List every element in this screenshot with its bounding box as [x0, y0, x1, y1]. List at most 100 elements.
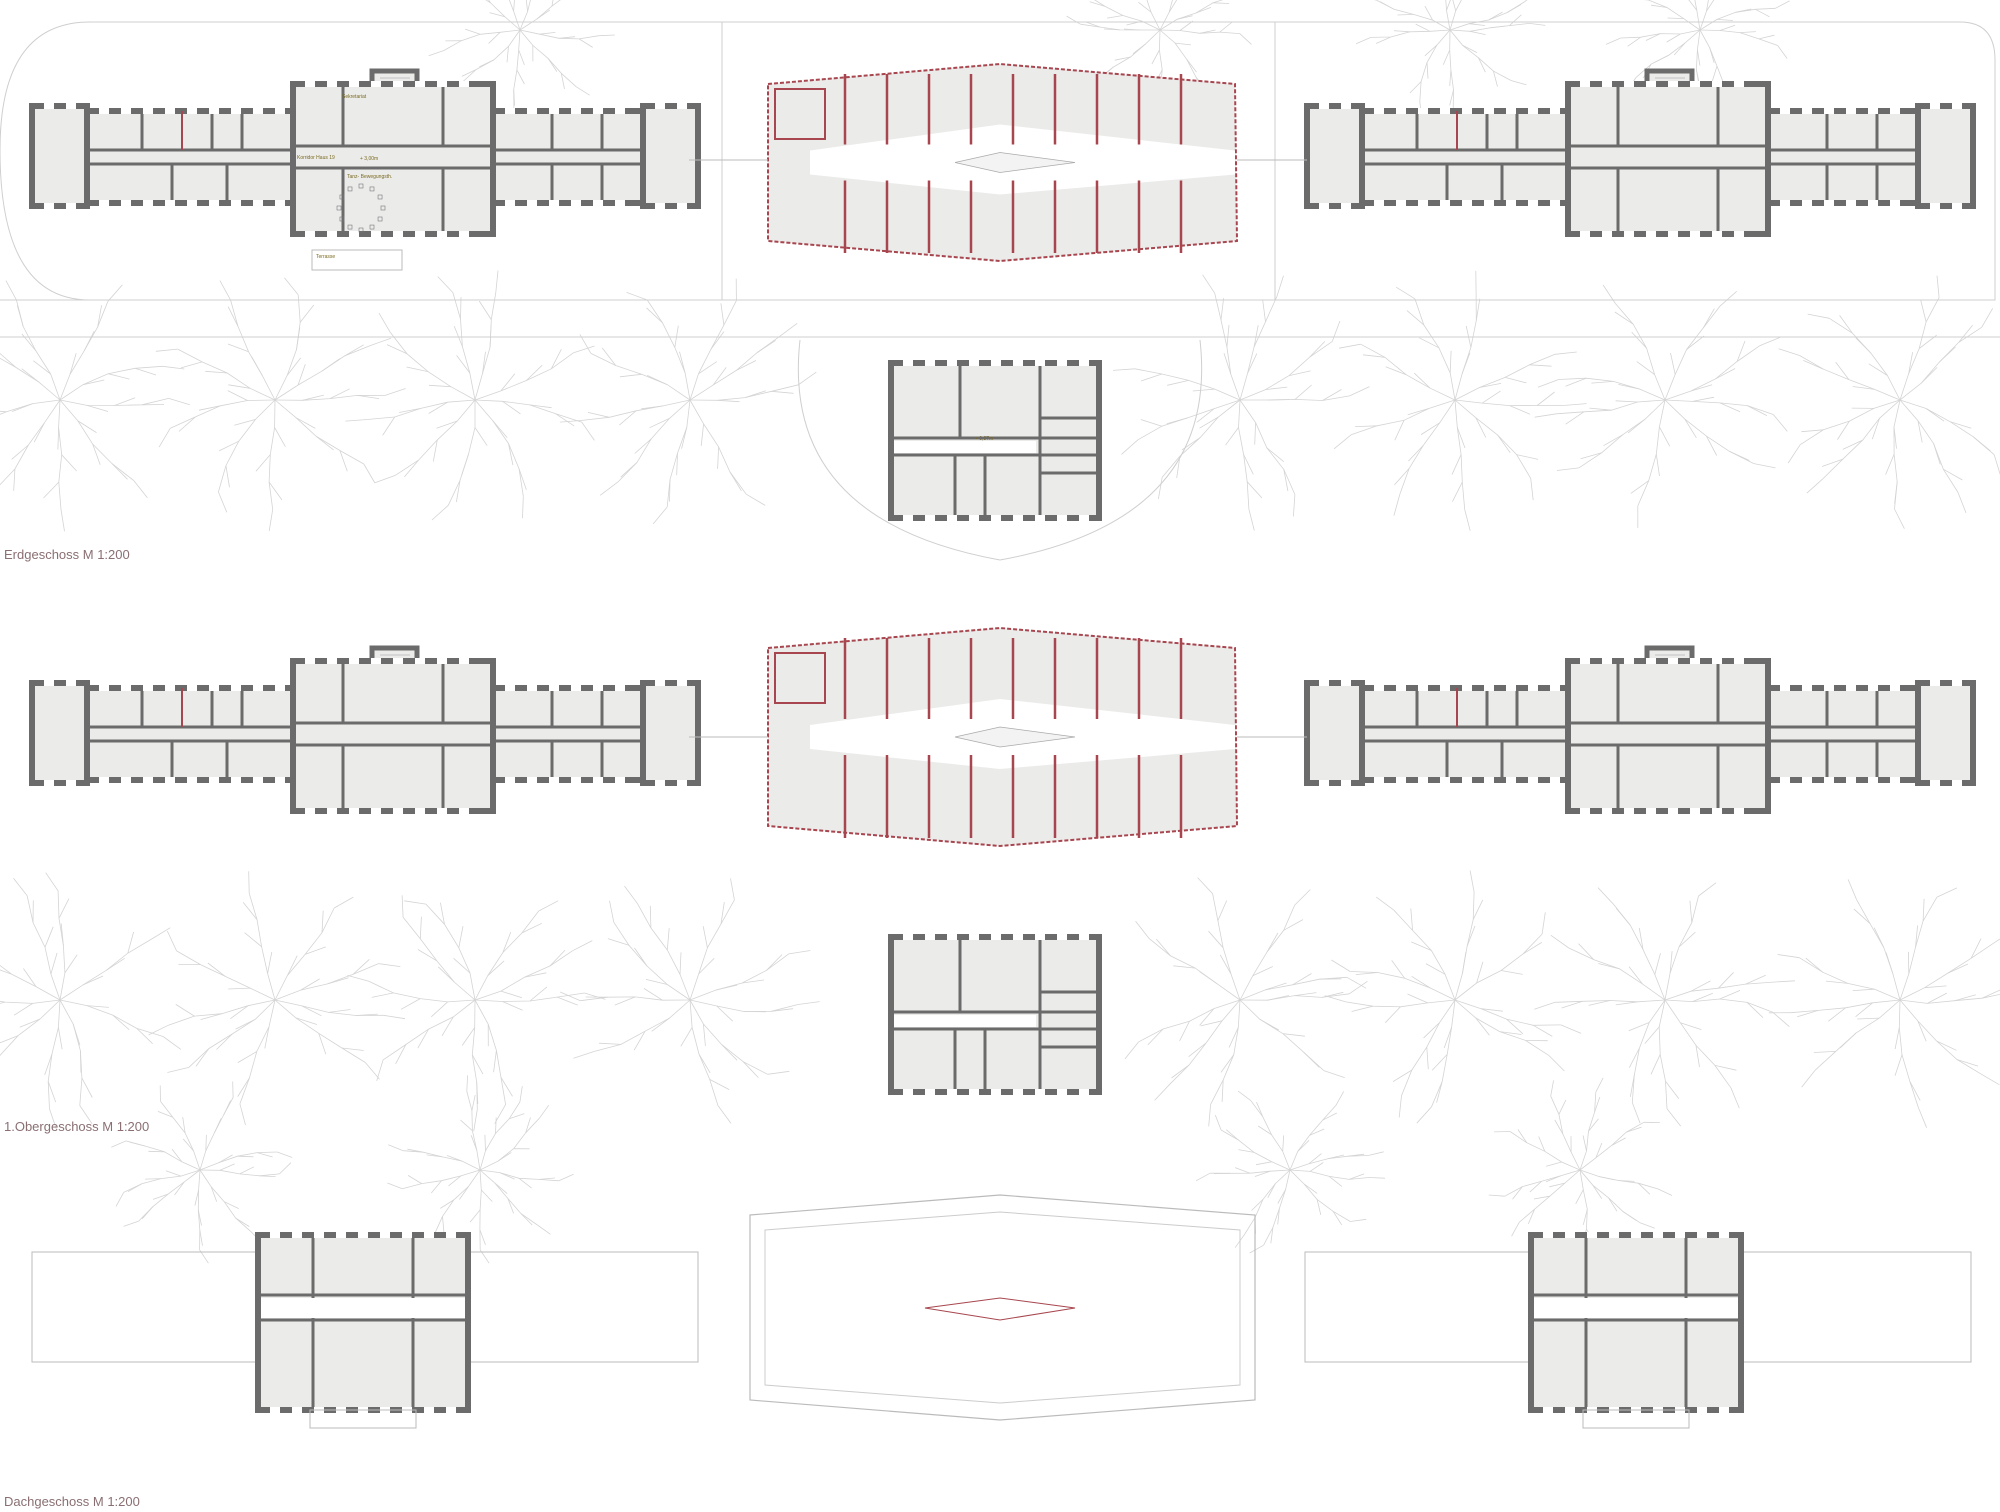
window [1734, 81, 1744, 87]
tree-branch [162, 1036, 182, 1050]
tree-branch [466, 1075, 468, 1092]
tree-branch [1221, 1079, 1224, 1102]
tree-branch [645, 979, 668, 985]
tree-branch [1309, 1128, 1325, 1136]
tree-branch [479, 1117, 540, 1171]
window [371, 231, 381, 237]
tree-branch [679, 351, 686, 374]
window [677, 103, 687, 109]
tree-branch [395, 399, 476, 476]
tree-branch [1151, 49, 1160, 65]
tree-branch [1719, 402, 1741, 413]
tree-branch [371, 992, 394, 998]
tree-branch [1699, 7, 1776, 31]
tree-branch [1426, 62, 1429, 79]
tree-branch [0, 399, 61, 486]
tree-branch [1533, 1024, 1553, 1037]
tree-branch [1355, 37, 1371, 45]
window [1418, 200, 1428, 206]
tree-branch [1411, 975, 1431, 989]
tree-branch [1225, 427, 1239, 446]
tree-branch [1803, 360, 1824, 370]
tree-branch [1664, 999, 1732, 1089]
tree-branch [716, 1005, 733, 1022]
tree-branch [1425, 963, 1446, 975]
tree-branch [1611, 1137, 1626, 1146]
tree-branch [1308, 1153, 1322, 1165]
window [327, 231, 337, 237]
window [1462, 200, 1472, 206]
window [1035, 360, 1045, 366]
tree-branch [698, 1053, 711, 1074]
window [615, 200, 625, 206]
tree-branch [1472, 899, 1484, 920]
window [903, 934, 913, 940]
window [505, 108, 515, 114]
tree-branch [1626, 1126, 1642, 1133]
tree-branch [1481, 1008, 1503, 1012]
window [1440, 685, 1450, 691]
tree-icon [1355, 0, 1546, 126]
tree-branch [599, 481, 619, 496]
window [349, 81, 359, 87]
window [1802, 777, 1812, 783]
tree-branch [1154, 1084, 1170, 1101]
tree-branch [0, 969, 61, 1001]
tree-branch [1200, 1020, 1223, 1027]
tree-branch [205, 1134, 207, 1151]
window [1690, 808, 1700, 814]
tree-branch [488, 32, 501, 44]
tree-branch [578, 38, 593, 48]
end-block [1915, 680, 1976, 786]
tree-branch [513, 0, 515, 12]
tree-branch [111, 1140, 127, 1148]
tree-branch [0, 352, 17, 368]
window [44, 680, 54, 686]
tree-branch [0, 357, 61, 401]
tree-branch [1478, 57, 1486, 73]
window [903, 515, 913, 521]
window [903, 360, 913, 366]
tree-branch [59, 999, 164, 1037]
tree-branch [1689, 900, 1693, 923]
tree-branch [438, 966, 455, 983]
tree-branch [539, 1104, 550, 1119]
window [571, 108, 581, 114]
tree-branch [1466, 925, 1476, 947]
window [187, 685, 197, 691]
tree-branch [1692, 396, 1715, 402]
tree-branch [235, 1217, 250, 1227]
window [947, 515, 957, 521]
corridor [894, 441, 1036, 453]
tree-branch [1376, 896, 1395, 911]
tree-branch [798, 371, 817, 386]
tree-branch [234, 419, 256, 426]
tree-branch [1449, 29, 1454, 110]
tree-branch [227, 390, 248, 401]
tree-branch [1195, 1172, 1211, 1182]
tree-branch [1958, 325, 1973, 343]
tree-branch [218, 1154, 233, 1164]
window [505, 777, 515, 783]
tree-branch [1644, 1026, 1660, 1044]
tree-branch [301, 1005, 322, 1017]
tree-branch [742, 1061, 759, 1078]
tree-branch [295, 1017, 318, 1025]
end-block [640, 680, 701, 786]
window [571, 685, 581, 691]
tree-icon [1124, 877, 1368, 1127]
window [593, 685, 603, 691]
tree-branch [717, 1105, 732, 1124]
tree-branch [304, 946, 326, 955]
tree-branch [1155, 938, 1171, 957]
tree-branch [1452, 0, 1457, 11]
tree-branch [287, 955, 298, 976]
tree-branch [1146, 0, 1161, 31]
tree-branch [0, 1035, 19, 1044]
tree-branch [1664, 895, 1699, 1001]
window [1734, 808, 1744, 814]
window [380, 1232, 390, 1238]
tree-branch [1282, 1033, 1305, 1037]
tree-branch [1790, 999, 1901, 1014]
window [1079, 360, 1089, 366]
